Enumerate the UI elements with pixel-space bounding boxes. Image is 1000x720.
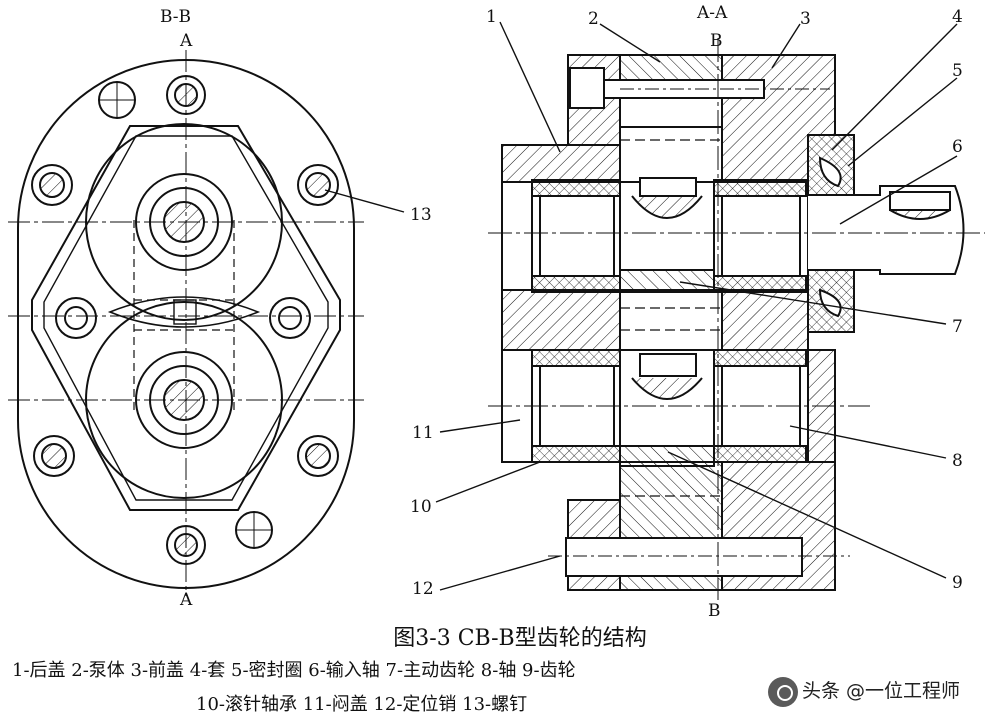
section-view-bb: B-B A A (8, 7, 364, 610)
part-numbers: 1 2 3 4 5 6 7 8 9 10 11 12 13 (410, 7, 963, 599)
part-number-6: 6 (952, 137, 963, 157)
section-aa-title: A-A (696, 3, 728, 23)
figure-caption: 图3-3 CB-B型齿轮的结构 (393, 626, 647, 651)
needle-bearing-upper-right (713, 179, 807, 293)
part-number-8: 8 (952, 451, 963, 471)
housing-outline (31, 125, 341, 511)
section-bb-title: B-B (160, 7, 191, 27)
bolt-hole (297, 164, 339, 206)
section-aa-mark-bottom: B (708, 601, 721, 621)
bolt-hole (98, 81, 136, 119)
bolt-hole (235, 511, 273, 549)
part-number-12: 12 (412, 579, 434, 599)
parts-legend-line-2: 10-滚针轴承 11-闷盖 12-定位销 13-螺钉 (196, 694, 528, 715)
part-number-13: 13 (410, 205, 432, 225)
section-bb-mark-top: A (179, 31, 193, 51)
bolt-hole (31, 164, 73, 206)
part-number-1: 1 (486, 7, 497, 27)
part-number-9: 9 (952, 573, 963, 593)
watermark-text: 头条 @一位工程师 (802, 680, 961, 702)
camera-logo-icon (768, 676, 798, 707)
part-number-7: 7 (952, 317, 963, 337)
part-number-11: 11 (412, 423, 434, 443)
bolt-hole (166, 525, 206, 565)
part-number-3: 3 (800, 9, 811, 29)
bolt-hole-group (31, 75, 339, 565)
dowel-pin (548, 537, 850, 577)
part-number-4: 4 (952, 7, 963, 27)
bolt-top (569, 67, 830, 109)
part-number-5: 5 (952, 61, 963, 81)
parts-legend-line-1: 1-后盖 2-泵体 3-前盖 4-套 5-密封圈 6-输入轴 7-主动齿轮 8-… (12, 660, 576, 681)
watermark: 头条 @一位工程师 (768, 676, 960, 707)
drive-gear-aa (619, 177, 715, 293)
section-bb-mark-bottom: A (179, 590, 193, 610)
bolt-hole (269, 297, 311, 339)
part-number-10: 10 (410, 497, 432, 517)
part-number-2: 2 (588, 9, 599, 29)
section-view-aa: A-A B B (488, 3, 985, 621)
bolt-hole (55, 297, 97, 339)
bolt-hole (33, 435, 75, 477)
leader-lines (324, 21, 958, 591)
section-aa-mark-top: B (710, 31, 723, 51)
bolt-hole (297, 435, 339, 477)
driven-gear-aa (619, 349, 715, 467)
bolt-hole (166, 75, 206, 115)
